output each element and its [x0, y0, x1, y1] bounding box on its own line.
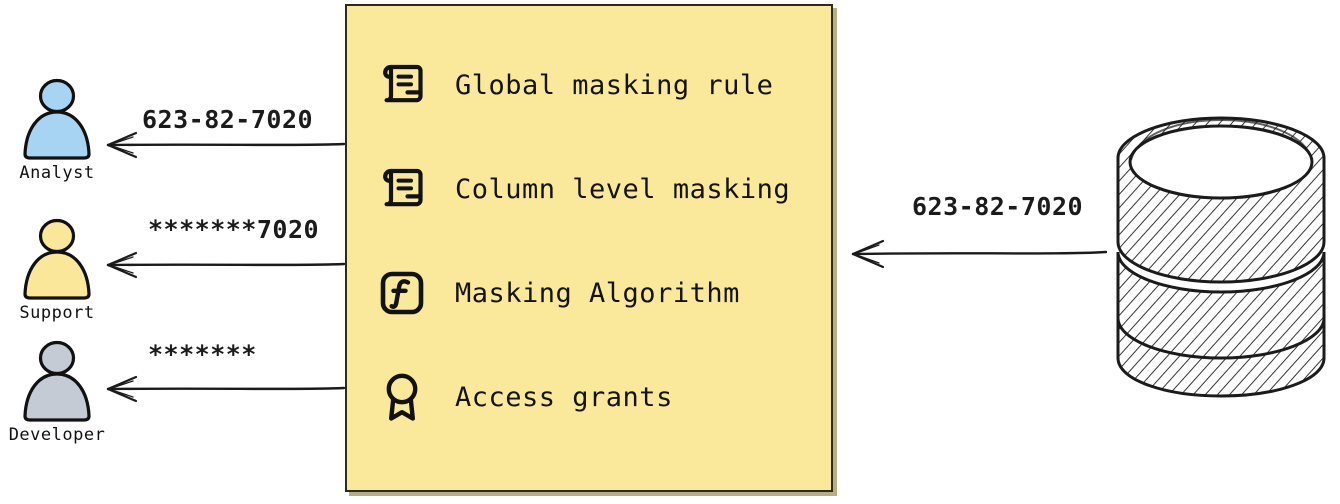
arrow-to-developer — [106, 375, 345, 403]
policy-label: Column level masking — [455, 173, 791, 205]
flow-value-analyst: 623-82-7020 — [142, 105, 314, 134]
flow-value-developer: ******* — [148, 340, 257, 369]
arrow-to-analyst — [106, 131, 345, 159]
person-icon — [23, 340, 91, 422]
masking-policy-panel: Global masking rule Column level masking — [345, 4, 833, 492]
policy-label: Global masking rule — [455, 69, 774, 101]
policy-label: Access grants — [455, 381, 673, 413]
actor-support: Support — [2, 218, 112, 323]
policy-item-masking-algorithm[interactable]: Masking Algorithm — [375, 264, 790, 322]
flow-value-support: *******7020 — [148, 215, 320, 244]
actor-label-developer: Developer — [8, 425, 106, 445]
scroll-icon — [375, 162, 429, 216]
function-icon — [375, 266, 429, 320]
person-icon — [23, 218, 91, 300]
actor-label-analyst: Analyst — [19, 163, 95, 183]
actor-developer: Developer — [2, 340, 112, 445]
award-icon — [375, 370, 429, 424]
arrow-to-support — [106, 251, 345, 279]
policy-item-global-masking-rule[interactable]: Global masking rule — [375, 56, 790, 114]
policy-label: Masking Algorithm — [455, 277, 740, 309]
policy-item-column-level-masking[interactable]: Column level masking — [375, 160, 790, 218]
person-icon — [23, 78, 91, 160]
flow-value-database: 623-82-7020 — [912, 192, 1084, 221]
policy-item-access-grants[interactable]: Access grants — [375, 368, 790, 426]
policy-item-list: Global masking rule Column level masking — [375, 56, 790, 426]
database-icon — [1116, 116, 1326, 398]
scroll-icon — [375, 58, 429, 112]
actor-label-support: Support — [19, 303, 95, 323]
actor-analyst: Analyst — [2, 78, 112, 183]
arrow-from-database — [851, 239, 1107, 269]
